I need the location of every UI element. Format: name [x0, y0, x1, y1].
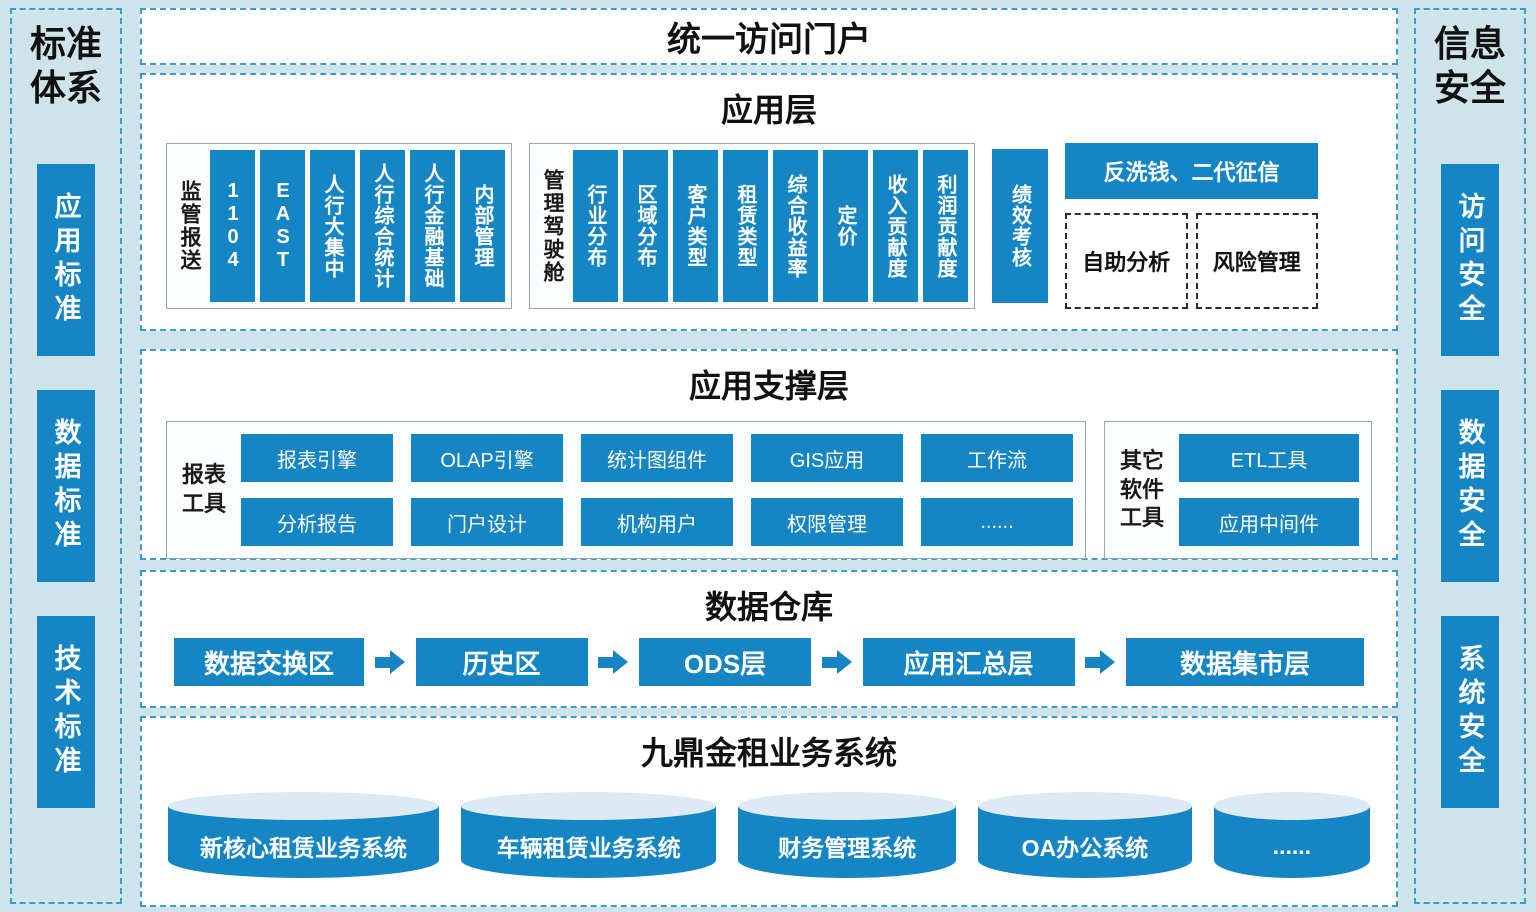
app-module-box: 定价 [823, 150, 868, 302]
report-tools-label: 报表工具 [181, 462, 226, 516]
management-cockpit-group: 管理驾驶舱 行业分布 区域分布 客户类型 租赁类型 综合收益率 定价 收入贡献度… [529, 143, 975, 309]
aml-credit-box: 反洗钱、二代征信 [1065, 143, 1318, 199]
flow-arrow-icon [598, 650, 629, 674]
information-security-title: 信息安全 [1433, 23, 1506, 108]
warehouse-stage-box: ODS层 [639, 638, 811, 686]
business-systems-title: 九鼎金租业务系统 [640, 735, 897, 771]
analysis-row: 自助分析 风险管理 [1065, 213, 1318, 309]
database-cylinder: 车辆租赁业务系统 [461, 792, 717, 878]
application-layer-title: 应用层 [720, 92, 817, 128]
database-cylinder: 新核心租赁业务系统 [168, 792, 440, 878]
warehouse-stage-box: 历史区 [415, 638, 588, 686]
support-layer-content: 报表工具 报表引擎 OLAP引擎 统计图组件 GIS应用 工作流 分析报告 门户… [142, 407, 1396, 559]
center-column: 统一访问门户 应用层 监管报送 1104 EAST 人行大集中 人行综合统计 人… [140, 8, 1398, 907]
app-module-box: 人行金融基础 [410, 150, 455, 302]
warehouse-stage-box: 应用汇总层 [862, 638, 1075, 686]
tool-box: 机构用户 [581, 498, 733, 546]
management-cockpit-label: 管理驾驶舱 [541, 168, 564, 284]
tool-box: ...... [921, 498, 1073, 546]
tool-box: 统计图组件 [581, 434, 733, 482]
performance-assessment-box: 绩效考核 [992, 149, 1048, 303]
other-software-tools-group: 其它软件工具 ETL工具 应用中间件 [1104, 421, 1372, 559]
security-item-system: 系统安全 [1441, 615, 1499, 808]
application-layer-panel: 应用层 监管报送 1104 EAST 人行大集中 人行综合统计 人行金融基础 内… [140, 73, 1398, 331]
app-module-box: 1104 [210, 150, 255, 302]
tool-box: GIS应用 [751, 434, 903, 482]
app-module-box: 收入贡献度 [873, 150, 918, 302]
data-warehouse-title: 数据仓库 [704, 589, 833, 625]
warehouse-stage-box: 数据集市层 [1126, 638, 1364, 686]
application-support-layer-panel: 应用支撑层 报表工具 报表引擎 OLAP引擎 统计图组件 GIS应用 工作流 分… [140, 349, 1398, 560]
business-systems-panel: 九鼎金租业务系统 新核心租赁业务系统 车辆租赁业务系统 财务管理系统 OA办公系… [140, 716, 1398, 907]
app-module-box: 行业分布 [573, 150, 618, 302]
regulatory-reporting-group: 监管报送 1104 EAST 人行大集中 人行综合统计 人行金融基础 内部管理 [166, 143, 512, 309]
app-module-box: 客户类型 [673, 150, 718, 302]
risk-management-box: 风险管理 [1195, 213, 1318, 309]
standards-item-data: 数据标准 [37, 389, 95, 582]
other-tools-column: ETL工具 应用中间件 [1179, 434, 1359, 546]
database-cylinder: 财务管理系统 [738, 792, 956, 878]
standards-system-panel: 标准体系 应用标准 数据标准 技术标准 [10, 8, 122, 904]
data-warehouse-panel: 数据仓库 数据交换区 历史区 ODS层 应用汇总层 数据集市层 [140, 570, 1398, 708]
database-cylinder: OA办公系统 [977, 792, 1192, 878]
report-tools-grid: 报表引擎 OLAP引擎 统计图组件 GIS应用 工作流 分析报告 门户设计 机构… [241, 434, 1073, 546]
security-item-access: 访问安全 [1441, 163, 1499, 356]
flow-arrow-icon [1085, 650, 1116, 674]
unified-portal-bar: 统一访问门户 [140, 8, 1398, 65]
security-item-data: 数据安全 [1441, 389, 1499, 582]
app-module-box: 利润贡献度 [923, 150, 968, 302]
standards-system-title: 标准体系 [29, 23, 102, 108]
tool-box: 分析报告 [241, 498, 393, 546]
app-module-box: 综合收益率 [773, 150, 818, 302]
tool-box: OLAP引擎 [411, 434, 563, 482]
other-software-tools-label: 其它软件工具 [1119, 448, 1164, 531]
flow-arrow-icon [374, 650, 405, 674]
tool-box: 应用中间件 [1179, 498, 1359, 546]
self-service-analysis-box: 自助分析 [1065, 213, 1188, 309]
app-module-box: 人行大集中 [310, 150, 355, 302]
tool-box: 权限管理 [751, 498, 903, 546]
tool-box: 报表引擎 [241, 434, 393, 482]
app-module-box: 区域分布 [623, 150, 668, 302]
app-module-box: 内部管理 [460, 150, 505, 302]
report-tools-group: 报表工具 报表引擎 OLAP引擎 统计图组件 GIS应用 工作流 分析报告 门户… [166, 421, 1086, 559]
app-module-box: EAST [260, 150, 305, 302]
aml-analysis-stack: 反洗钱、二代征信 自助分析 风险管理 [1065, 143, 1318, 309]
standards-item-application: 应用标准 [37, 163, 95, 356]
flow-arrow-icon [821, 650, 852, 674]
tool-box: 门户设计 [411, 498, 563, 546]
unified-portal-title: 统一访问门户 [667, 21, 871, 59]
tool-box: 工作流 [921, 434, 1073, 482]
warehouse-stage-box: 数据交换区 [174, 638, 364, 686]
application-layer-content: 监管报送 1104 EAST 人行大集中 人行综合统计 人行金融基础 内部管理 … [142, 131, 1396, 309]
business-systems-row: 新核心租赁业务系统 车辆租赁业务系统 财务管理系统 OA办公系统 ...... [142, 792, 1396, 878]
app-module-box: 人行综合统计 [360, 150, 405, 302]
app-module-box: 租赁类型 [723, 150, 768, 302]
tool-box: ETL工具 [1179, 434, 1359, 482]
database-cylinder: ...... [1213, 792, 1371, 878]
standards-item-technology: 技术标准 [37, 615, 95, 808]
support-layer-title: 应用支撑层 [688, 368, 849, 404]
information-security-panel: 信息安全 访问安全 数据安全 系统安全 [1414, 8, 1526, 904]
regulatory-reporting-label: 监管报送 [178, 180, 201, 272]
warehouse-flow: 数据交换区 历史区 ODS层 应用汇总层 数据集市层 [142, 628, 1396, 686]
